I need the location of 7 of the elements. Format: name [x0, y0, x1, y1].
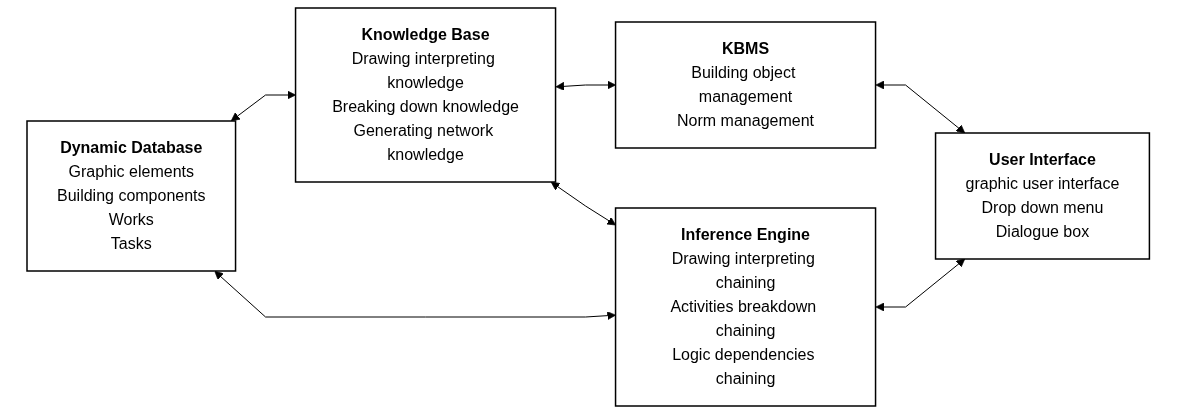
node-box: Knowledge Base Drawing interpreting knowledge Breaking down knowledge Generating network knowledge: [295, 7, 557, 183]
arrow: [875, 258, 966, 312]
node-box: Inference Engine Drawing interpreting chaining Activities breakdown chaining Logic dependencies chaining: [615, 207, 877, 407]
node-box: Dynamic Database Graphic elements Building components Works Tasks: [26, 120, 237, 272]
arrow: [875, 80, 966, 134]
node-box: User Interface graphic user interface Drop down menu Dialogue box: [935, 132, 1151, 260]
node-box: KBMS Building object management Norm management: [615, 21, 877, 149]
